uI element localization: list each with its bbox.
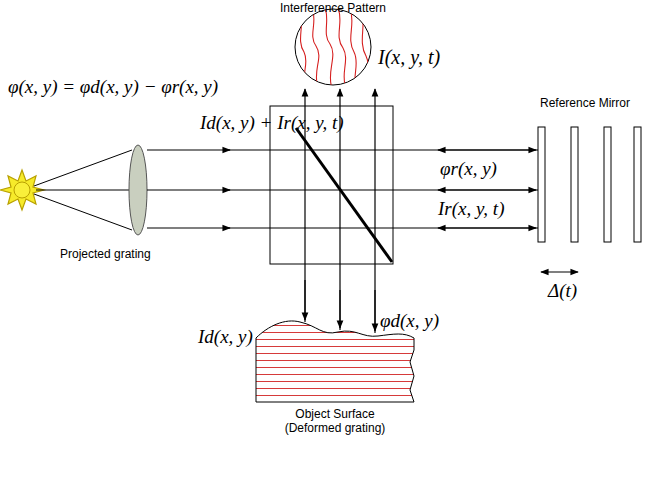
lens <box>129 145 147 235</box>
horizontal-beams <box>147 150 538 228</box>
caption-label: Interference Pattern <box>280 2 386 16</box>
part-label: Reference Mirror <box>540 97 630 111</box>
object-surface <box>256 321 414 402</box>
part-label: Projected grating <box>60 248 151 262</box>
beam-splitter-plate <box>296 128 392 262</box>
fringes <box>300 8 368 88</box>
intensity-label: Ir(x, y, t) <box>438 198 504 220</box>
intensity-label: I(x, y, t) <box>378 46 440 69</box>
intensity-label: Id(x, y) <box>198 326 253 348</box>
interference-pattern <box>295 9 371 85</box>
displacement-label: Δ(t) <box>548 280 577 302</box>
reference-mirror <box>538 127 641 242</box>
displacement-arrow <box>541 271 578 272</box>
phase-label: φd(x, y) <box>380 310 439 332</box>
intensity-sum-label: Id(x, y) + Ir(x, y, t) <box>200 112 344 134</box>
diverging-rays <box>34 150 132 230</box>
part-label: Object Surface (Deformed grating) <box>276 408 394 436</box>
phase-label: φr(x, y) <box>440 158 497 180</box>
phase-equation: φ(x, y) = φd(x, y) − φr(x, y) <box>8 76 218 98</box>
